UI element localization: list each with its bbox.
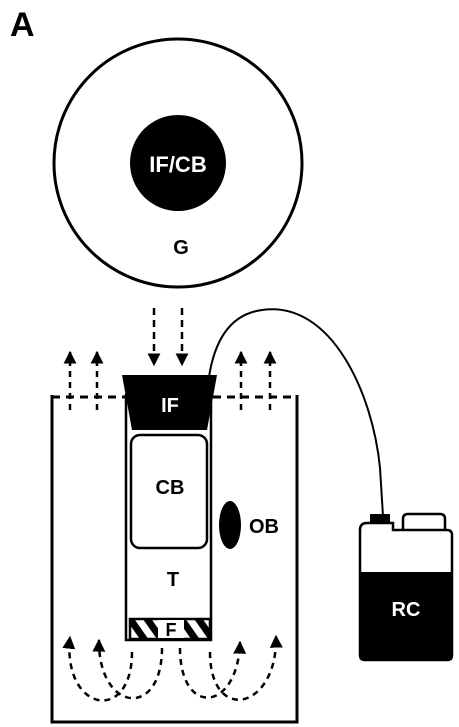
outer-chamber	[50, 395, 299, 724]
circulation-arrow-1	[62, 635, 134, 702]
tube-label: T	[167, 569, 179, 591]
cell-body-label: CB	[156, 477, 185, 499]
outflow-arrows	[63, 350, 277, 410]
outlet-bottle-label: OB	[249, 516, 279, 538]
cell-body	[129, 433, 209, 550]
reservoir-container: RC	[358, 512, 454, 662]
outlet-bottle	[219, 501, 241, 549]
reservoir-label: RC	[392, 599, 421, 621]
panel-label: A	[10, 6, 35, 44]
circulation-arrows	[62, 634, 283, 702]
inner-funnel: IF	[122, 375, 217, 430]
circulation-arrow-2	[92, 638, 164, 700]
gel-center-label: IF/CB	[149, 152, 206, 177]
connecting-tube	[208, 308, 384, 517]
filter-label: F	[166, 620, 177, 640]
reservoir-liquid	[361, 572, 451, 659]
filter-label-bg	[158, 620, 184, 638]
filter: F	[128, 617, 212, 641]
reservoir-handle	[401, 512, 447, 530]
inflow-arrows	[147, 308, 189, 367]
gel-disc: IF/CB G	[52, 37, 304, 289]
gel-outer-label: G	[173, 237, 189, 259]
circulation-arrow-3	[178, 640, 247, 699]
inner-funnel-label: IF	[161, 395, 179, 417]
gel-center-disc	[130, 115, 226, 211]
circulation-arrow-4	[208, 634, 283, 701]
reservoir-cap	[370, 514, 390, 522]
funnel-shape	[122, 375, 217, 430]
